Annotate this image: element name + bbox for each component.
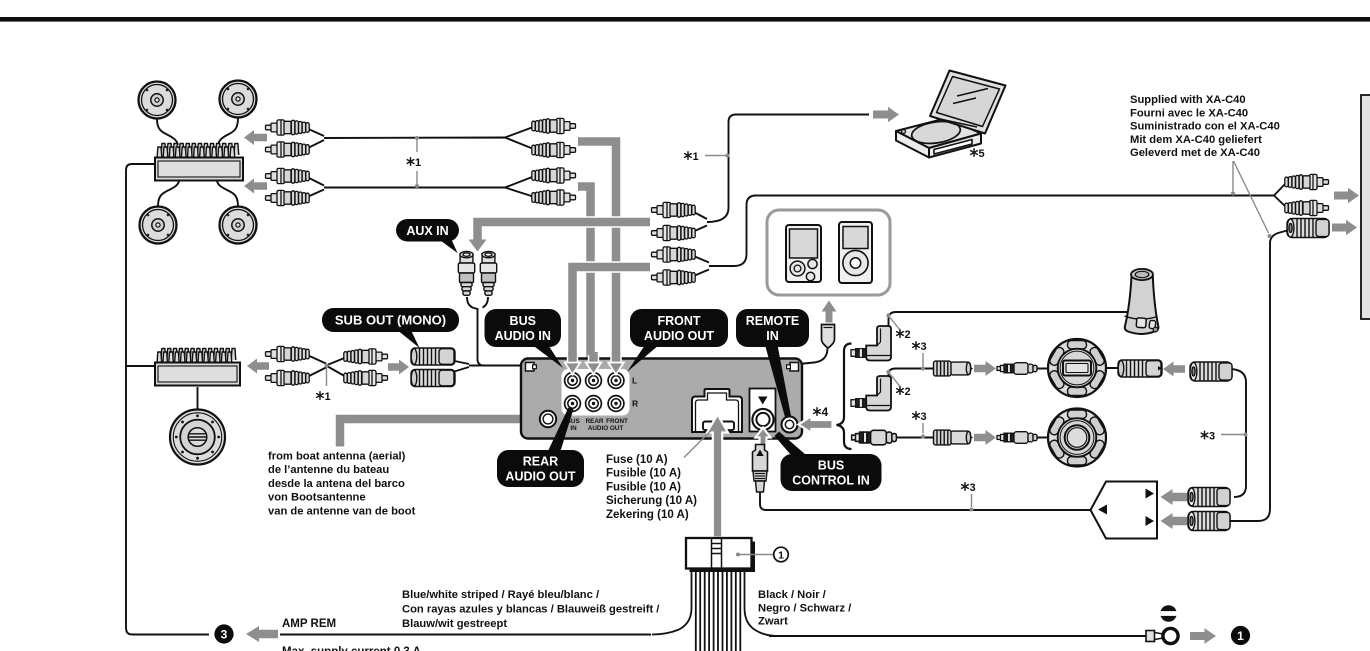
svg-text:Zwart: Zwart <box>758 616 788 628</box>
svg-text:3: 3 <box>921 341 927 353</box>
svg-text:Zekering (10 A): Zekering (10 A) <box>606 509 689 521</box>
svg-text:FRONT: FRONT <box>606 418 628 425</box>
svg-text:IN: IN <box>570 425 577 432</box>
svg-text:2: 2 <box>905 329 911 341</box>
svg-text:AUDIO IN: AUDIO IN <box>495 329 551 343</box>
svg-text:Con rayas azules y blancas / B: Con rayas azules y blancas / Blauweiß ge… <box>402 604 659 616</box>
svg-text:BUS: BUS <box>510 314 536 328</box>
svg-text:de l’antenne du bateau: de l’antenne du bateau <box>268 464 389 476</box>
svg-text:BUS: BUS <box>818 458 844 472</box>
svg-text:Fourni avec le XA-C40: Fourni avec le XA-C40 <box>1130 107 1248 119</box>
svg-text:BUS: BUS <box>566 418 579 425</box>
svg-text:AMP REM: AMP REM <box>282 618 336 630</box>
svg-text:AUDIO OUT: AUDIO OUT <box>588 425 623 432</box>
svg-text:1: 1 <box>325 391 331 403</box>
svg-text:3: 3 <box>221 628 228 642</box>
svg-text:REMOTE: REMOTE <box>746 314 799 328</box>
svg-text:REAR: REAR <box>523 454 558 468</box>
svg-text:van de antenne van de boot: van de antenne van de boot <box>268 505 416 517</box>
svg-text:Max. supply current 0.3 A: Max. supply current 0.3 A <box>282 646 421 651</box>
svg-text:SUB OUT (MONO): SUB OUT (MONO) <box>335 313 446 328</box>
svg-text:Blauw/wit gestreept: Blauw/wit gestreept <box>402 618 507 630</box>
svg-text:1: 1 <box>1237 629 1244 643</box>
svg-text:R: R <box>632 399 638 409</box>
svg-text:Black / Noir /: Black / Noir / <box>758 589 826 601</box>
svg-text:Fusible (10 A): Fusible (10 A) <box>606 481 681 493</box>
svg-text:3: 3 <box>921 411 927 423</box>
svg-text:Negro / Schwarz /: Negro / Schwarz / <box>758 602 851 614</box>
svg-text:IN: IN <box>766 329 779 343</box>
svg-text:1: 1 <box>693 151 699 163</box>
svg-text:5: 5 <box>979 148 985 160</box>
svg-text:1: 1 <box>415 157 421 169</box>
svg-text:CONTROL IN: CONTROL IN <box>792 474 870 488</box>
svg-text:L: L <box>632 376 637 386</box>
svg-text:AUDIO OUT: AUDIO OUT <box>644 329 715 343</box>
svg-text:von Bootsantenne: von Bootsantenne <box>268 492 366 504</box>
svg-text:desde la antena del barco: desde la antena del barco <box>268 478 405 490</box>
svg-text:3: 3 <box>1209 431 1215 443</box>
svg-text:Sicherung (10 A): Sicherung (10 A) <box>606 495 697 507</box>
svg-text:Supplied with XA-C40: Supplied with XA-C40 <box>1130 94 1246 106</box>
svg-text:REAR: REAR <box>586 418 604 425</box>
svg-text:AUX IN: AUX IN <box>406 224 448 238</box>
svg-text:2: 2 <box>905 386 911 398</box>
svg-text:Fusible (10 A): Fusible (10 A) <box>606 468 681 480</box>
svg-text:Mit dem XA-C40 geliefert: Mit dem XA-C40 geliefert <box>1130 134 1262 146</box>
svg-text:Suministrado con el XA-C40: Suministrado con el XA-C40 <box>1130 121 1280 133</box>
svg-text:AUDIO OUT: AUDIO OUT <box>505 470 576 484</box>
svg-text:4: 4 <box>822 405 829 419</box>
svg-text:3: 3 <box>970 482 976 494</box>
svg-text:from boat antenna (aerial): from boat antenna (aerial) <box>268 451 406 463</box>
svg-text:FRONT: FRONT <box>657 314 700 328</box>
svg-text:Blue/white striped / Rayé bleu: Blue/white striped / Rayé bleu/blanc / <box>402 589 599 601</box>
svg-text:Geleverd met de XA-C40: Geleverd met de XA-C40 <box>1130 147 1260 159</box>
svg-text:Fuse (10 A): Fuse (10 A) <box>606 454 668 466</box>
svg-text:1: 1 <box>778 550 784 562</box>
